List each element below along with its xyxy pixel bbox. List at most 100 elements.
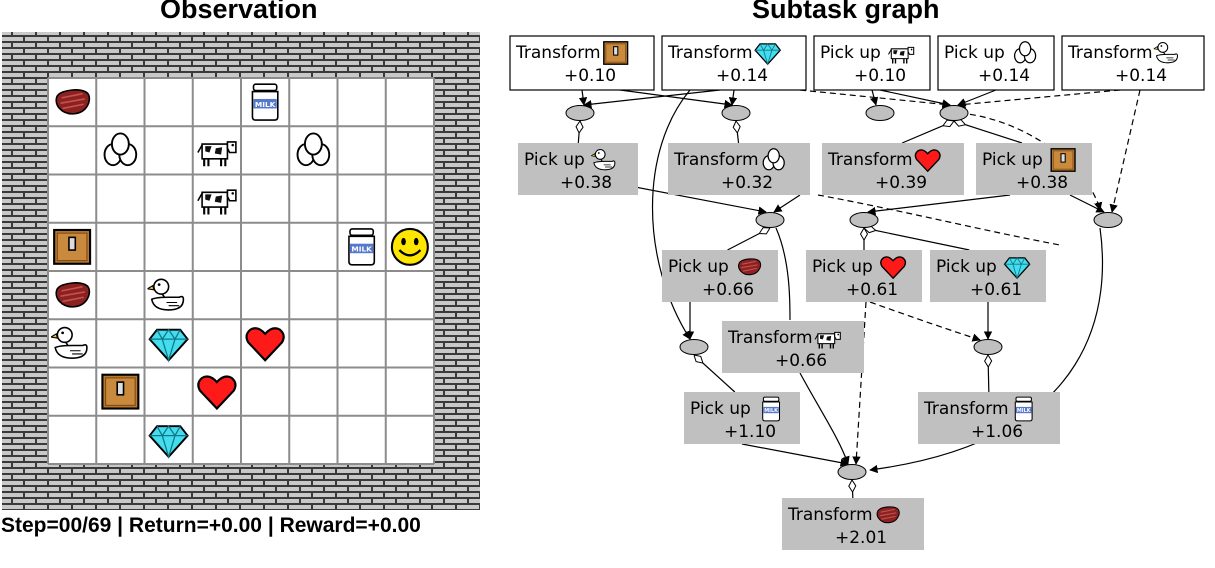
graph-edge [619,89,733,109]
subtask-action: Pick up [820,43,881,63]
subtask-box [782,498,924,550]
and-node [721,105,751,121]
reward-value: Reward=+0.00 [279,514,421,537]
and-node [679,339,709,355]
milk-icon [251,83,279,121]
milk-icon [762,396,781,422]
subtask-action: Transform [667,43,753,63]
graph-edge [1069,194,1105,213]
subtask-node-p-meat: Pick up +0.66 [662,250,778,302]
subtask-action: Pick up [668,257,729,277]
graph-edge [694,355,736,393]
and-node [1093,212,1123,228]
subtask-box [518,143,638,195]
meat-icon [55,89,91,115]
status-bar: Step=00/69 | Return=+0.00 | Reward=+0.00 [1,514,421,538]
subtask-node-p-milk: Pick up+1.10 [684,392,800,444]
subtask-action: Transform [727,328,813,348]
and-node [837,464,867,480]
status-separator: | [117,514,124,537]
observation-panel [2,32,480,510]
graph-edge [728,89,738,106]
subtask-action: Transform [673,150,759,170]
subtask-reward: +0.66 [702,280,754,300]
subtask-reward: +0.14 [716,66,768,86]
graph-edge [852,301,867,465]
graph-edge [852,480,853,499]
graph-edge [869,227,1104,474]
subtask-reward: +0.66 [775,351,827,371]
subtask-reward: +0.14 [978,66,1030,86]
subtask-action: Transform [923,399,1009,419]
subtask-action: Pick up [524,150,585,170]
observation-title: Observation [160,0,318,24]
subtask-box [661,35,807,91]
graph-edge [817,194,1061,246]
meat-icon [738,258,762,276]
subtask-box [668,143,810,195]
graph-edge [879,89,951,108]
graph-edge [799,372,850,465]
chest-icon [603,41,629,65]
subtask-reward: +0.10 [564,66,616,86]
subtask-graph-title: Subtask graph [752,0,940,24]
graph-edge [736,121,739,144]
and-node [973,339,1003,355]
graph-edge [1109,89,1141,213]
agent-icon [390,227,429,266]
graph-edge [954,121,1023,144]
graph-edge [775,227,791,321]
graph-edge [957,89,1121,109]
milk-icon [348,228,376,266]
meat-icon [876,506,900,524]
subtask-box [813,35,931,91]
graph-edge [869,301,981,342]
and-node [865,105,895,121]
and-node [939,105,969,121]
subtask-node-p-eggs: Pick up +0.14 [937,35,1055,91]
subtask-action: Transform [515,43,601,63]
subtask-reward: +0.32 [721,173,773,193]
chest-icon [53,228,92,265]
chest-icon [1050,148,1076,172]
graph-edge [741,443,849,467]
and-node [755,212,785,228]
subtask-action: Transform [1067,43,1153,63]
subtask-box [722,321,864,373]
subtask-box [684,392,800,444]
subtask-action: Transform [787,505,873,525]
graph-edges [578,89,1141,499]
milk-icon [1014,396,1033,422]
subtask-node-p-heart: Pick up+0.61 [806,250,922,302]
chest-icon [101,373,140,410]
subtask-box [1061,35,1205,91]
graph-edge [988,355,989,393]
subtask-reward: +0.38 [1016,173,1068,193]
and-node [849,212,879,228]
subtask-reward: +2.01 [835,528,887,548]
step-counter: Step=00/69 [1,514,112,537]
graph-edge [799,89,951,109]
subtask-node-p-duck: Pick up +0.38 [518,143,638,195]
subtask-action: Pick up [982,150,1043,170]
subtask-action: Pick up [944,43,1005,63]
subtask-action: Pick up [812,257,873,277]
subtask-node-t-meat: Transform +2.01 [782,498,924,550]
status-separator: | [267,514,274,537]
subtask-reward: +0.14 [1115,66,1167,86]
subtask-reward: +0.38 [560,173,612,193]
graph-edge [727,228,771,251]
subtask-box [930,250,1046,302]
graph-edge [583,89,721,109]
return-value: Return=+0.00 [128,514,262,537]
subtask-box [662,250,778,302]
graph-edge [773,194,801,213]
graph-and-nodes [565,105,1123,480]
subtask-reward: +0.61 [970,280,1022,300]
subtask-reward: +0.39 [875,173,927,193]
subtask-node-p-chest: Pick up +0.38 [976,143,1092,195]
subtask-node-t-milk: Transform+1.06 [918,392,1060,444]
subtask-node-t-heart: Transform+0.39 [822,143,964,195]
